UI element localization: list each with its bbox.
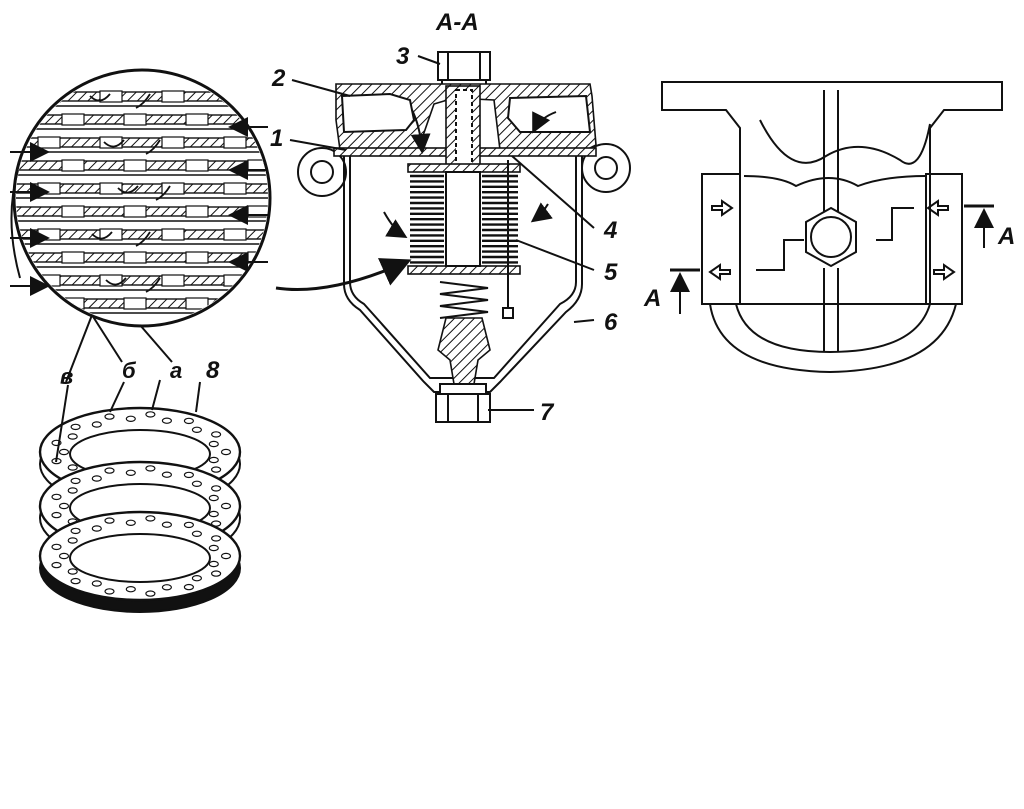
callout-v: в xyxy=(60,364,73,389)
plate-layer xyxy=(16,159,268,176)
plate-layer xyxy=(16,297,268,314)
mounting-lug-left xyxy=(297,147,347,197)
spring xyxy=(439,281,489,319)
filter-element xyxy=(410,174,518,264)
callout-a: а xyxy=(170,358,182,383)
filter-plate xyxy=(38,510,242,613)
callout-6: 6 xyxy=(604,309,618,336)
cross-section-view xyxy=(289,51,631,423)
callout-2: 2 xyxy=(271,65,286,92)
section-mark-left: A xyxy=(643,285,661,312)
filter-plate-stack-detail xyxy=(16,90,268,314)
callout-1: 1 xyxy=(270,125,283,152)
detail-leader-curve xyxy=(275,258,412,291)
plate-layer xyxy=(16,182,268,201)
flow-arrows-inlet xyxy=(10,117,268,296)
callout-3: 3 xyxy=(396,43,410,70)
front-view xyxy=(661,81,1003,374)
callout-8: 8 xyxy=(206,357,220,384)
section-marker-left xyxy=(670,268,700,314)
section-mark-right: A xyxy=(997,223,1015,250)
drain-plug-body xyxy=(437,317,491,385)
top-bolt-head xyxy=(437,51,491,81)
callout-7: 7 xyxy=(540,399,555,426)
filter-plate-stack-perspective xyxy=(38,379,242,613)
plate-layer xyxy=(16,136,268,155)
callout-b: б xyxy=(122,358,137,383)
plate-layer xyxy=(16,251,268,268)
section-title: A-A xyxy=(435,9,479,36)
plate-layer xyxy=(16,228,268,247)
section-marker-right xyxy=(964,204,994,248)
plate-layer xyxy=(16,205,268,222)
drain-plug-head xyxy=(435,393,491,423)
plate-layer xyxy=(16,113,268,130)
callout-4: 4 xyxy=(603,217,617,244)
callout-5: 5 xyxy=(604,259,618,286)
flow-direction-arrows xyxy=(708,199,956,281)
detail-magnified-view xyxy=(10,68,272,383)
